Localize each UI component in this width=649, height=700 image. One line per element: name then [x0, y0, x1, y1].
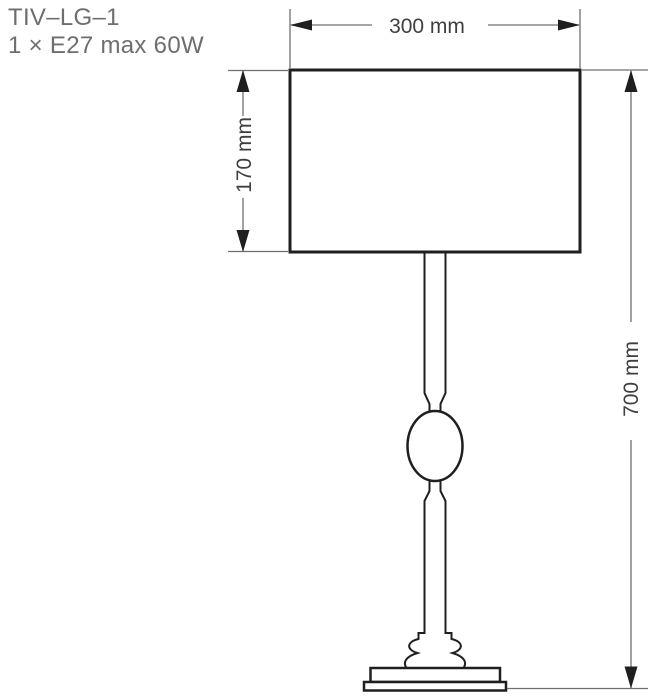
arrowhead-down-icon — [236, 230, 250, 252]
product-spec: 1 × E27 max 60W — [8, 32, 204, 59]
dimension-shade-height: 170 mm — [228, 69, 288, 253]
lamp-outline — [288, 68, 582, 692]
stem-lower-right-line — [439, 477, 467, 669]
dimension-shade-width: 300 mm — [289, 9, 581, 68]
dimension-label-shade-width: 300 mm — [389, 15, 465, 38]
base-upper-tier — [369, 666, 502, 684]
product-header: TIV–LG–1 1 × E27 max 60W — [8, 4, 204, 60]
stem-lower-left-line — [403, 477, 431, 669]
dimension-label-total-height: 700 mm — [620, 341, 643, 417]
lamp-shade — [288, 68, 582, 254]
dimension-total-height: 700 mm — [507, 69, 648, 690]
arrowhead-left-icon — [290, 19, 312, 31]
arrowhead-up-icon — [624, 70, 638, 92]
arrowhead-right-icon — [558, 19, 580, 31]
arrowhead-up-icon — [236, 70, 250, 92]
stem-oval-knop — [406, 409, 464, 483]
stem-upper-right-line — [439, 253, 447, 415]
dimension-label-shade-height: 170 mm — [233, 117, 256, 193]
arrowhead-down-icon — [624, 666, 638, 689]
product-code: TIV–LG–1 — [8, 4, 120, 31]
stem-upper-left-line — [423, 253, 431, 415]
base-bottom-plate — [362, 680, 508, 692]
